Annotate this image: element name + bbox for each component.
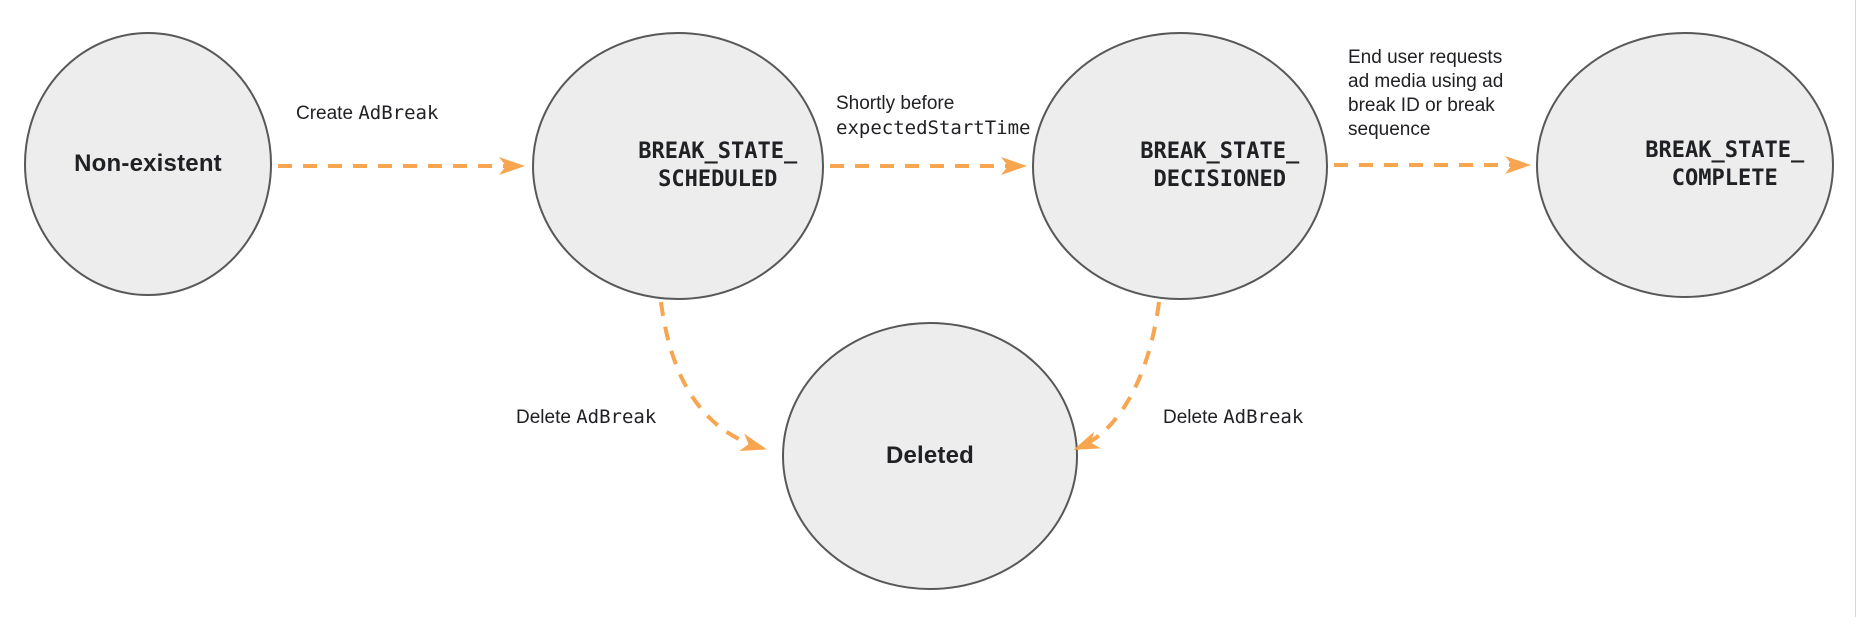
shortly-before-text: Shortly before — [836, 93, 955, 114]
create-adbreak-mono: AdBreak — [358, 102, 439, 124]
node-circle-break-state-scheduled — [532, 32, 824, 300]
edge-arrow-delete-adbreak-left — [659, 301, 767, 451]
create-adbreak-sans: Create — [296, 103, 359, 124]
edge-label-shortly-before: Shortly before expectedStartTime — [836, 92, 1030, 140]
node-circle-deleted — [782, 322, 1078, 590]
end-user-line4: sequence — [1348, 119, 1431, 140]
end-user-line1: End user requests — [1348, 47, 1503, 68]
expected-start-time-text: expectedStartTime — [836, 117, 1031, 139]
edge-label-create-adbreak: Create AdBreak — [296, 101, 438, 126]
node-circle-break-state-decisioned — [1032, 32, 1328, 300]
node-circle-non-existent — [24, 32, 272, 296]
node-circle-break-state-complete — [1536, 32, 1834, 298]
delete-left-sans: Delete — [516, 407, 577, 428]
delete-left-mono: AdBreak — [576, 406, 657, 428]
end-user-line2: ad media using ad — [1348, 71, 1504, 92]
edge-label-end-user-requests: End user requests ad media using ad brea… — [1348, 46, 1503, 142]
right-edge-rule — [1855, 0, 1856, 617]
edge-label-delete-adbreak-right: Delete AdBreak — [1163, 405, 1303, 430]
edge-label-delete-adbreak-left: Delete AdBreak — [516, 405, 656, 430]
delete-right-mono: AdBreak — [1223, 406, 1304, 428]
delete-right-sans: Delete — [1163, 407, 1224, 428]
end-user-line3: break ID or break — [1348, 95, 1495, 116]
edge-arrow-delete-adbreak-right — [1073, 301, 1161, 450]
